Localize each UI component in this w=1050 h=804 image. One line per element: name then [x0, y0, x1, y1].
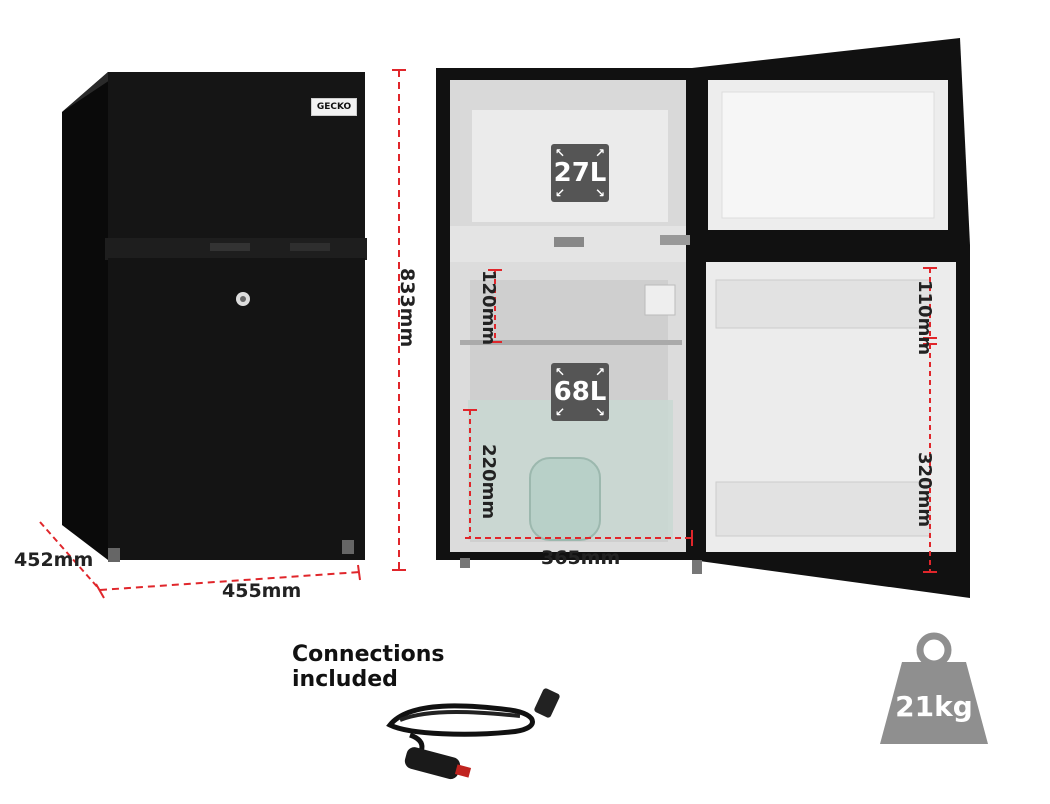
power-cable-image [386, 688, 560, 780]
height-label: 833mm [396, 268, 418, 348]
interior-width-label: 365mm [541, 547, 621, 569]
weight-label: 21kg [895, 690, 973, 723]
width-label: 455mm [222, 580, 302, 602]
base-dimension-lines [39, 521, 361, 599]
brand-logo: GECKO [311, 98, 357, 116]
fridge-capacity-badge: ↖↗ ↙↘ 68L [551, 363, 609, 421]
door-upper-label: 110mm [914, 280, 935, 356]
open-fridge-illustration [436, 38, 970, 598]
height-dimension-line [392, 69, 406, 571]
shelf-upper-label: 120mm [478, 270, 499, 346]
depth-label: 452mm [14, 549, 94, 571]
connections-caption: Connections included [292, 642, 445, 692]
freezer-capacity-badge: ↖↗ ↙↘ 27L [551, 144, 609, 202]
weight-icon [880, 632, 988, 744]
interior-dimension-lines [463, 267, 937, 573]
shelf-lower-label: 220mm [478, 444, 499, 520]
door-lower-label: 320mm [914, 452, 935, 528]
